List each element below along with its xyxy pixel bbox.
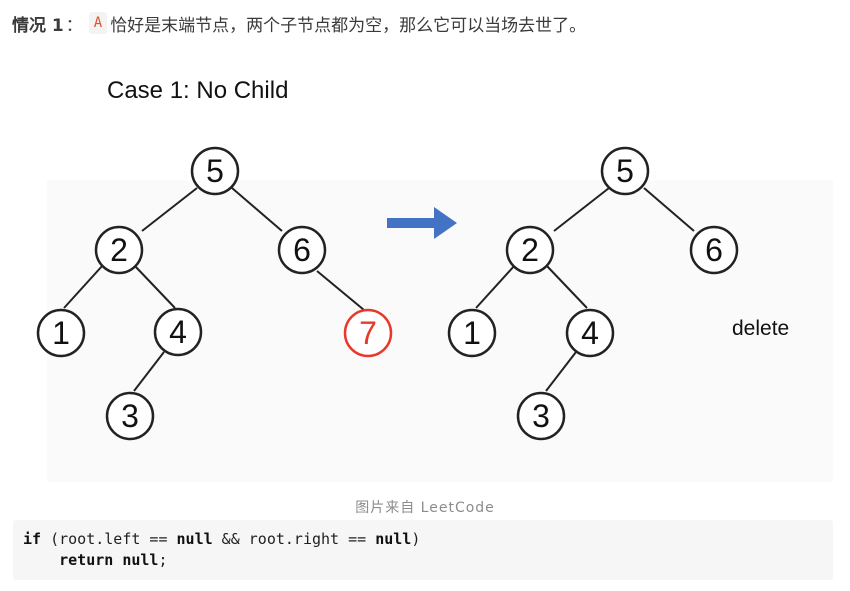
bst-delete-figure: Case 1: No Child 5 <box>27 60 833 482</box>
node-before-3: 3 <box>105 391 155 441</box>
delete-annotation: delete <box>732 317 789 340</box>
code-fragment <box>113 551 122 569</box>
right-arrow-icon <box>387 207 457 239</box>
node-before-7-deleted: 7 <box>343 308 393 358</box>
figure-caption: 图片来自 LeetCode <box>355 500 495 516</box>
code-fragment: ; <box>158 551 168 569</box>
intro-text: 恰好是末端节点，两个子节点都为空，那么它可以当场去世了。 <box>110 15 587 36</box>
svg-text:2: 2 <box>110 232 128 268</box>
code-line-1: if (root.left == null && root.right == n… <box>23 530 420 548</box>
code-fragment: && root.right == <box>212 530 376 548</box>
node-before-4: 4 <box>153 307 203 357</box>
svg-text:4: 4 <box>581 315 599 351</box>
edge-5-6 <box>231 187 283 232</box>
label-separator: ： <box>65 15 83 36</box>
node-before-1: 1 <box>36 308 86 358</box>
code-fragment: ) <box>411 530 421 548</box>
svg-text:4: 4 <box>169 314 187 350</box>
edge-4-3-after <box>545 351 577 392</box>
code-fragment: (root.left == <box>41 530 177 548</box>
figure-title: Case 1: No Child <box>107 77 288 104</box>
tree-diagram: Case 1: No Child 5 <box>36 77 833 482</box>
node-before-6: 6 <box>277 225 327 275</box>
edge-2-1 <box>63 264 104 309</box>
code-line-2: return null; <box>23 551 168 569</box>
after-tree-edges <box>475 187 695 392</box>
case-label: 情况 1 <box>12 15 64 36</box>
node-after-3: 3 <box>516 391 566 441</box>
node-before-2: 2 <box>94 225 144 275</box>
code-block: if (root.left == null && root.right == n… <box>13 520 833 580</box>
edge-5-2 <box>141 187 198 232</box>
svg-text:3: 3 <box>121 398 139 434</box>
before-tree-edges <box>63 187 365 392</box>
node-after-2: 2 <box>505 225 555 275</box>
edge-5-6-after <box>643 187 695 232</box>
edge-2-1-after <box>475 264 516 309</box>
before-tree-nodes: 5 2 6 1 4 7 3 <box>36 146 393 441</box>
node-after-4: 4 <box>565 308 615 358</box>
node-after-5: 5 <box>600 146 650 196</box>
edge-5-2-after <box>553 187 610 232</box>
intro-line: 情况 1 ： A 恰好是末端节点，两个子节点都为空，那么它可以当场去世了。 <box>12 9 586 37</box>
code-indent <box>23 551 59 569</box>
svg-text:1: 1 <box>52 315 70 351</box>
svg-text:2: 2 <box>521 232 539 268</box>
edge-6-7 <box>316 270 365 311</box>
svg-text:5: 5 <box>206 153 224 189</box>
edge-2-4 <box>133 264 176 309</box>
after-tree-nodes: 5 2 6 1 4 3 <box>447 146 739 441</box>
svg-text:6: 6 <box>293 232 311 268</box>
keyword-if: if <box>23 530 42 548</box>
keyword-null: null <box>122 551 159 569</box>
keyword-null: null <box>176 530 213 548</box>
svg-text:6: 6 <box>705 232 723 268</box>
keyword-return: return <box>59 551 114 569</box>
svg-text:7: 7 <box>359 315 377 351</box>
svg-text:1: 1 <box>463 315 481 351</box>
node-after-1: 1 <box>447 308 497 358</box>
svg-text:3: 3 <box>532 398 550 434</box>
edge-4-3 <box>133 351 165 392</box>
node-before-5: 5 <box>190 146 240 196</box>
edge-2-4-after <box>545 264 588 309</box>
node-after-6: 6 <box>689 225 739 275</box>
inline-code: A <box>88 12 108 34</box>
keyword-null: null <box>375 530 412 548</box>
svg-text:5: 5 <box>616 153 634 189</box>
